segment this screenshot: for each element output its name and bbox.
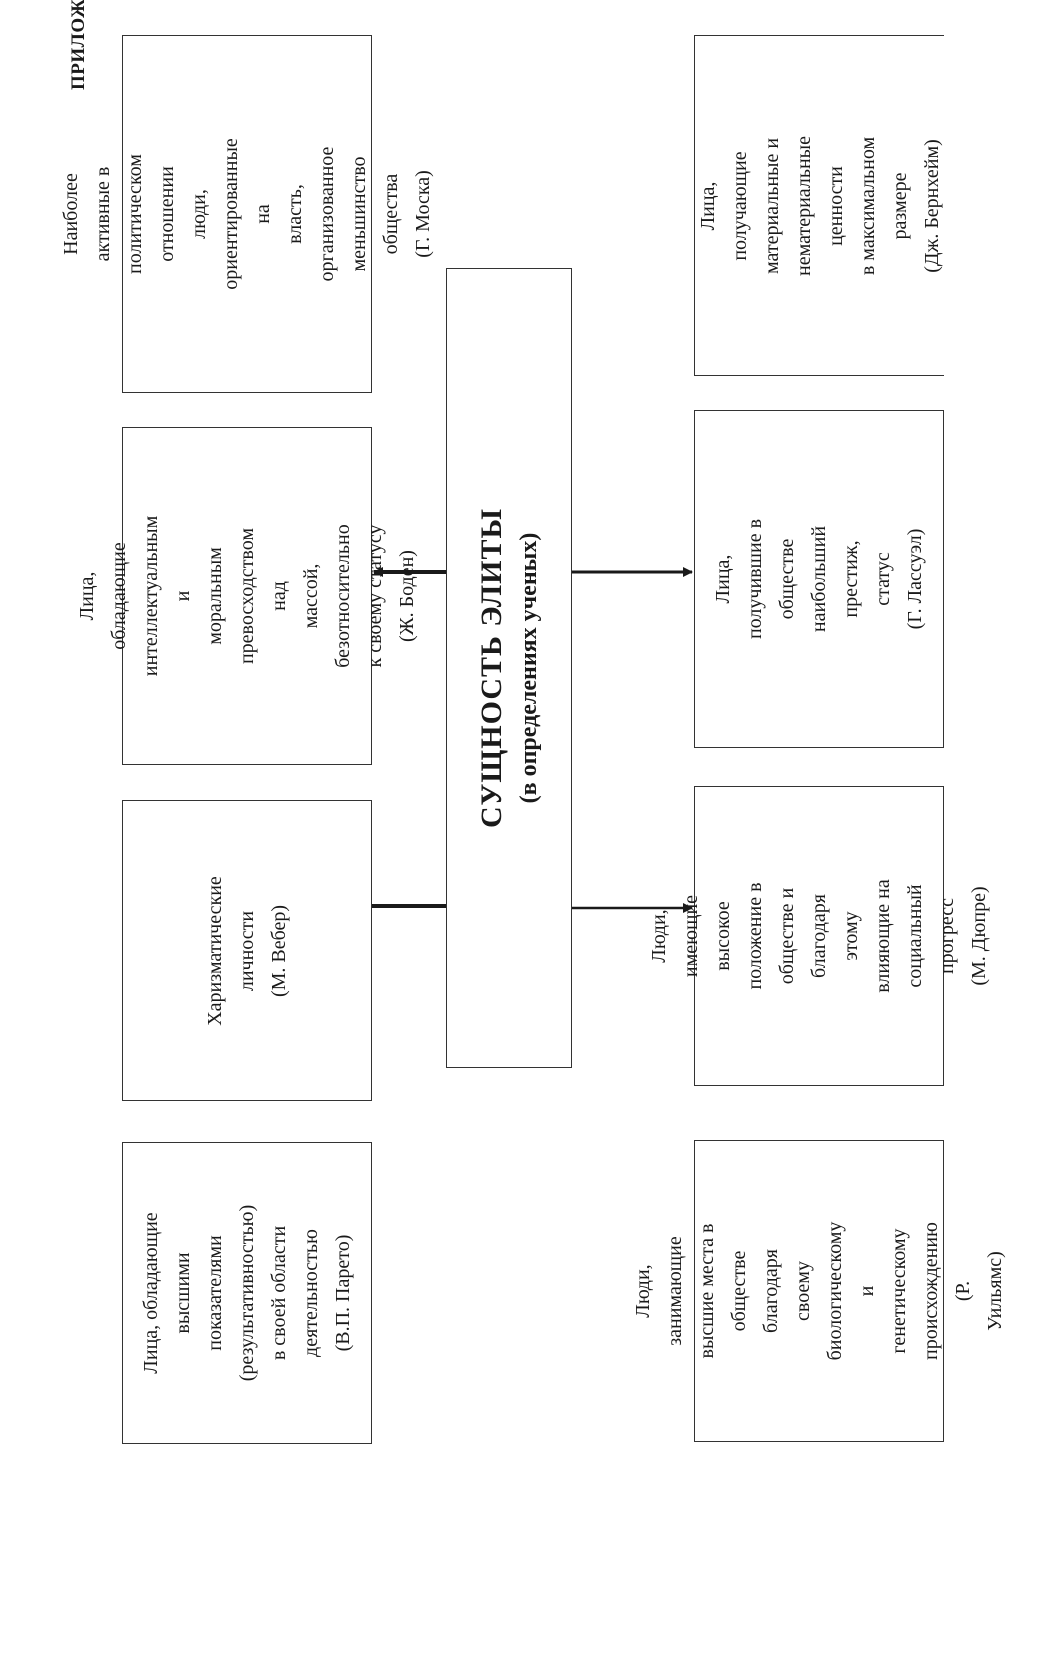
definition-box-boden: Лица, обладающие интеллектуальным и мора… bbox=[76, 427, 418, 765]
definition-box-pareto: Лица, обладающие высшими показателями (р… bbox=[122, 1142, 372, 1444]
center-box: СУЩНОСТЬ ЭЛИТЫ (в определениях ученых) bbox=[446, 268, 572, 1068]
definition-box-mosca: Наиболее активные в политическом отношен… bbox=[60, 35, 434, 393]
definition-box-dupre: Люди, имеющие высокое положение в общест… bbox=[648, 786, 990, 1086]
definition-box-williams: Люди, занимающие высшие места в обществе… bbox=[632, 1140, 1006, 1442]
definition-box-bernheim: Лица, получающие материальные и нематери… bbox=[694, 35, 944, 376]
definition-box-weber: Харизматические личности (М. Вебер) bbox=[122, 800, 372, 1101]
definition-box-lasswell: Лица, получившие в обществе наибольший п… bbox=[694, 410, 944, 748]
